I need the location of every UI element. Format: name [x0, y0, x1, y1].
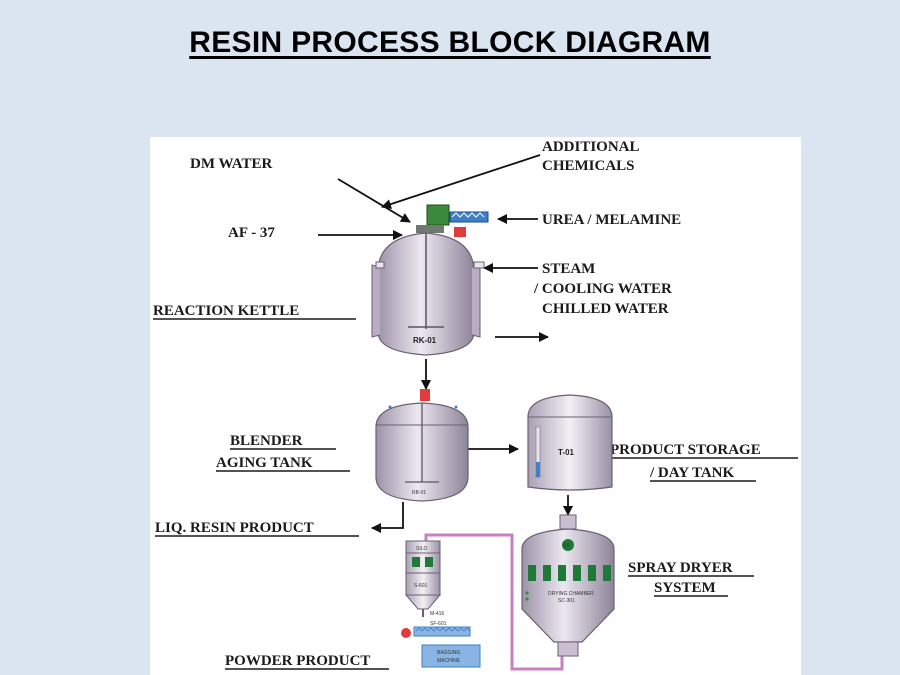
valve-icon: [454, 227, 466, 237]
label-dm-water: DM WATER: [190, 156, 273, 172]
label-additional-chemicals: ADDITIONAL: [542, 139, 640, 155]
kettle-tag: RK-01: [413, 336, 437, 345]
screw-feeder-tag: SF-601: [430, 621, 447, 627]
label-aging-tank: AGING TANK: [216, 455, 313, 471]
blender-valve-icon: [420, 389, 430, 401]
blender-tag: RB-01: [412, 490, 426, 496]
label-day-tank: / DAY TANK: [649, 465, 735, 481]
gearbox-icon: [416, 225, 444, 233]
dryer-badge-icon: [562, 539, 574, 551]
label-system: SYSTEM: [654, 580, 716, 596]
label-reaction-kettle: REACTION KETTLE: [153, 303, 299, 319]
bagging-machine: [421, 644, 481, 668]
label-liq-resin-product: LIQ. RESIN PRODUCT: [155, 520, 314, 536]
label-af37: AF - 37: [228, 225, 275, 241]
arrow-liq-resin: [371, 502, 404, 533]
label-spray-dryer: SPRAY DRYER: [628, 560, 733, 576]
transfer-pipe: [424, 533, 564, 671]
spray-dryer-vessel: SS DRYING CHAMBER SC-301: [521, 514, 615, 657]
drying-chamber-tag: SC-301: [558, 598, 575, 604]
label-blender: BLENDER: [230, 433, 303, 449]
label-additional-chemicals-2: CHEMICALS: [542, 158, 635, 174]
silo-vessel: SILO S-601 M-416 SF-601 BAGGING MACHINE: [401, 540, 481, 668]
dryer-badge-text: SS: [563, 543, 570, 549]
feeder-motor-icon: [401, 628, 411, 638]
label-powder-product: POWDER PRODUCT: [225, 653, 370, 669]
label-chilled-water: CHILLED WATER: [542, 301, 669, 317]
drying-chamber-label: DRYING CHAMBER: [548, 591, 594, 597]
bagging-label-1: BAGGING: [437, 650, 460, 656]
diagram-panel: DM WATER ADDITIONAL CHEMICALS AF - 37 UR…: [150, 137, 801, 675]
silo-label: SILO: [416, 546, 428, 552]
arrow-additional-chemicals: [381, 154, 541, 209]
product-storage-tank: T-01: [527, 394, 613, 491]
motor-icon: [426, 204, 450, 226]
process-diagram: DM WATER ADDITIONAL CHEMICALS AF - 37 UR…: [153, 139, 798, 671]
label-steam: STEAM: [542, 261, 595, 277]
silo-tag: S-601: [414, 583, 428, 589]
storage-tank-tag: T-01: [558, 448, 575, 457]
arrow-dm-water: [337, 178, 411, 223]
label-product-storage: PRODUCT STORAGE: [610, 442, 761, 458]
mixer-tag: M-416: [430, 611, 444, 617]
page-title: RESIN PROCESS BLOCK DIAGRAM: [189, 26, 711, 59]
blender-aging-tank-vessel: RB-01: [375, 389, 469, 502]
label-cooling-water: / COOLING WATER: [533, 281, 672, 297]
label-urea-melamine: UREA / MELAMINE: [542, 212, 681, 228]
reaction-kettle-vessel: RK-01: [371, 204, 489, 356]
bagging-label-2: MACHINE: [437, 658, 461, 664]
urea-feeder-icon: [449, 211, 489, 223]
